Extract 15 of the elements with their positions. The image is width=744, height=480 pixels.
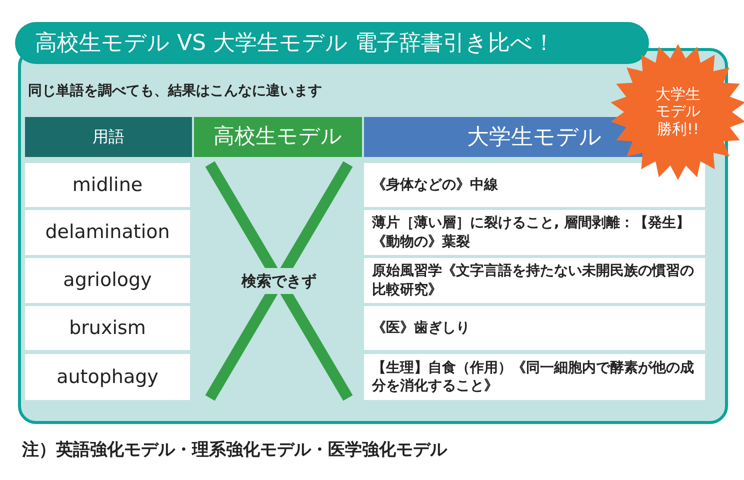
definition-cell: 《医》歯ぎしり	[364, 306, 705, 350]
title-banner: 高校生モデル VS 大学生モデル 電子辞書引き比べ！	[15, 22, 649, 64]
column-header: 高校生モデル	[194, 117, 362, 157]
footnote-text: 注）英語強化モデル・理系強化モデル・医学強化モデル	[22, 439, 447, 462]
term-cell: bruxism	[25, 306, 190, 350]
column-header: 用語	[25, 117, 192, 157]
term-cell: agriology	[25, 258, 190, 303]
term-cell: delamination	[25, 210, 190, 255]
subtitle-text: 同じ単語を調べても、結果はこんなに違います	[28, 82, 323, 100]
definition-cell: 原始風習学《文字言語を持たない未開民族の慣習の比較研究》	[364, 258, 705, 303]
definition-cell: 【生理】自食（作用）《同一細胞内で酵素が他の成分を消化すること》	[364, 354, 705, 400]
definition-cell: 薄片［薄い層］に裂けること, 層間剥離：【発生】《動物の》葉裂	[364, 210, 705, 255]
term-cell: autophagy	[25, 354, 190, 400]
term-cell: midline	[25, 163, 190, 207]
definition-cell: 《身体などの》中線	[364, 163, 705, 207]
